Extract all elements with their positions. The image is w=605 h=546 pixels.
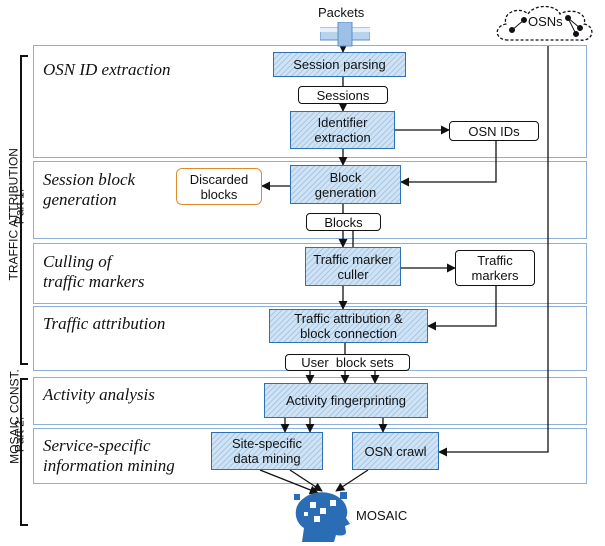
part2-bracket xyxy=(20,378,28,526)
discarded-blocks-label-1: Discarded xyxy=(189,171,249,187)
section-title-attribution: Traffic attribution xyxy=(43,314,166,333)
marker-culler-label-1: Traffic marker xyxy=(313,251,393,267)
user-block-sets-label: User block sets xyxy=(301,355,394,370)
activity-fingerprinting-label: Activity fingerprinting xyxy=(286,393,406,408)
packets-label: Packets xyxy=(318,5,365,20)
block-generation-label-2: generation xyxy=(314,184,377,200)
osns-label: OSNs xyxy=(528,14,563,29)
cloud-network-icon xyxy=(496,5,593,41)
block-generation-box: Block generation xyxy=(290,165,401,204)
part1-bracket xyxy=(20,55,28,365)
identifier-extraction-label-1: Identifier xyxy=(317,115,368,130)
discarded-blocks-box: Discarded blocks xyxy=(176,168,262,205)
site-mining-label-1: Site-specific xyxy=(231,436,303,451)
section-title-service-1: Service-specific xyxy=(43,436,151,455)
site-mining-label-2: data mining xyxy=(233,451,301,466)
osn-crawl-label: OSN crawl xyxy=(364,443,427,459)
osn-ids-box: OSN IDs xyxy=(449,121,539,141)
user-block-sets-box: User block sets xyxy=(285,354,410,371)
section-title-culling-1: Culling of xyxy=(43,252,112,271)
traffic-markers-label-2: markers xyxy=(471,268,519,283)
sessions-label: Sessions xyxy=(316,87,370,103)
attribution-box: Traffic attribution & block connection xyxy=(269,309,428,343)
discarded-blocks-label-2: blocks xyxy=(200,186,238,202)
section-title-service-2: information mining xyxy=(43,456,175,475)
attribution-label-1: Traffic attribution & xyxy=(294,311,403,326)
identifier-extraction-label-2: extraction xyxy=(314,130,371,145)
section-title-osn-id: OSN ID extraction xyxy=(43,60,171,79)
traffic-markers-box: Traffic markers xyxy=(455,250,535,286)
session-parsing-box: Session parsing xyxy=(273,52,406,77)
sessions-box: Sessions xyxy=(298,86,388,104)
section-title-activity: Activity analysis xyxy=(43,385,155,404)
osn-crawl-box: OSN crawl xyxy=(352,432,439,470)
site-mining-box: Site-specific data mining xyxy=(211,432,323,470)
marker-culler-box: Traffic marker culler xyxy=(305,247,401,286)
attribution-label-2: block connection xyxy=(300,326,397,341)
mosaic-label: MOSAIC xyxy=(356,508,408,523)
marker-culler-label-2: culler xyxy=(337,266,369,282)
section-title-session-block-2: generation xyxy=(43,190,117,209)
activity-fingerprinting-box: Activity fingerprinting xyxy=(264,383,428,418)
session-parsing-label: Session parsing xyxy=(293,57,386,72)
blocks-label: Blocks xyxy=(324,214,363,230)
pipe-icon xyxy=(320,22,370,47)
block-generation-label-1: Block xyxy=(329,169,362,185)
osn-ids-label: OSN IDs xyxy=(468,123,520,139)
section-title-culling-2: traffic markers xyxy=(43,272,145,291)
section-title-session-block-1: Session block xyxy=(43,170,136,189)
blocks-box: Blocks xyxy=(306,213,381,231)
puzzle-head-icon xyxy=(294,492,350,542)
identifier-extraction-box: Identifier extraction xyxy=(290,111,395,149)
traffic-markers-label-1: Traffic xyxy=(477,253,513,268)
